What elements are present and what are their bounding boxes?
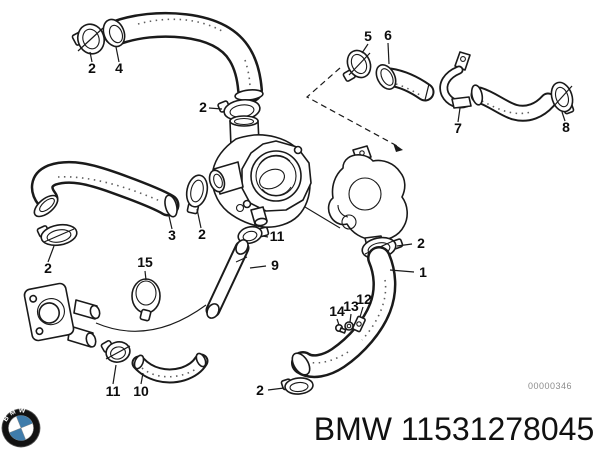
- bracket-12: [352, 315, 366, 333]
- bmw-logo: BMW: [0, 404, 41, 448]
- callout-2-13: 2: [417, 235, 425, 251]
- callout-3-7: 3: [168, 227, 176, 243]
- watermark-code: 00000346: [528, 381, 572, 391]
- clamp-2-hose3-right: [185, 174, 209, 215]
- leader-lines: [47, 42, 566, 391]
- callout-11-18: 11: [106, 383, 121, 399]
- callout-6-4: 6: [384, 27, 392, 43]
- callout-9-12: 9: [271, 257, 279, 273]
- clamp-2-top-left: [71, 23, 106, 55]
- washer-13: [344, 321, 354, 331]
- hose-1: [291, 246, 397, 379]
- hose-6: [375, 64, 435, 102]
- bracket-7: [439, 51, 472, 109]
- ring-clamp-15: [131, 278, 161, 322]
- thermostat-cover: [327, 145, 408, 252]
- hose-bypass: [470, 84, 557, 122]
- callout-8-6: 8: [562, 119, 570, 135]
- water-flange: [23, 282, 101, 348]
- part-number-title: BMW 11531278045: [314, 411, 594, 447]
- install-guide-lines: [95, 67, 403, 332]
- clamp-11-lower: [100, 339, 131, 363]
- callout-2-8: 2: [198, 226, 206, 242]
- clamp-8: [550, 81, 575, 115]
- callout-7-5: 7: [454, 120, 462, 136]
- callout-2-20: 2: [256, 382, 264, 398]
- clamp-2-hose1-end: [280, 377, 314, 395]
- clamp-5: [342, 49, 372, 82]
- callout-2-2: 2: [199, 99, 207, 115]
- callout-2-0: 2: [88, 60, 96, 76]
- pipe-9: [205, 239, 250, 319]
- callout-10-19: 10: [133, 383, 149, 399]
- clamp-2-hose3-left: [36, 223, 78, 247]
- hose-3: [30, 160, 180, 218]
- hose-10: [131, 352, 209, 384]
- callout-1-14: 1: [419, 264, 427, 280]
- callout-14-15: 14: [329, 303, 345, 319]
- thermostat-housing: [208, 115, 312, 228]
- callout-2-9: 2: [44, 260, 52, 276]
- bolt-14: [334, 323, 347, 334]
- callout-5-3: 5: [364, 28, 372, 44]
- callout-13-16: 13: [343, 298, 359, 314]
- callout-12-17: 12: [356, 291, 372, 307]
- callout-15-10: 15: [137, 254, 153, 270]
- hose-4: [102, 11, 264, 103]
- callout-11-11: 11: [270, 228, 285, 244]
- callout-4-1: 4: [115, 60, 123, 76]
